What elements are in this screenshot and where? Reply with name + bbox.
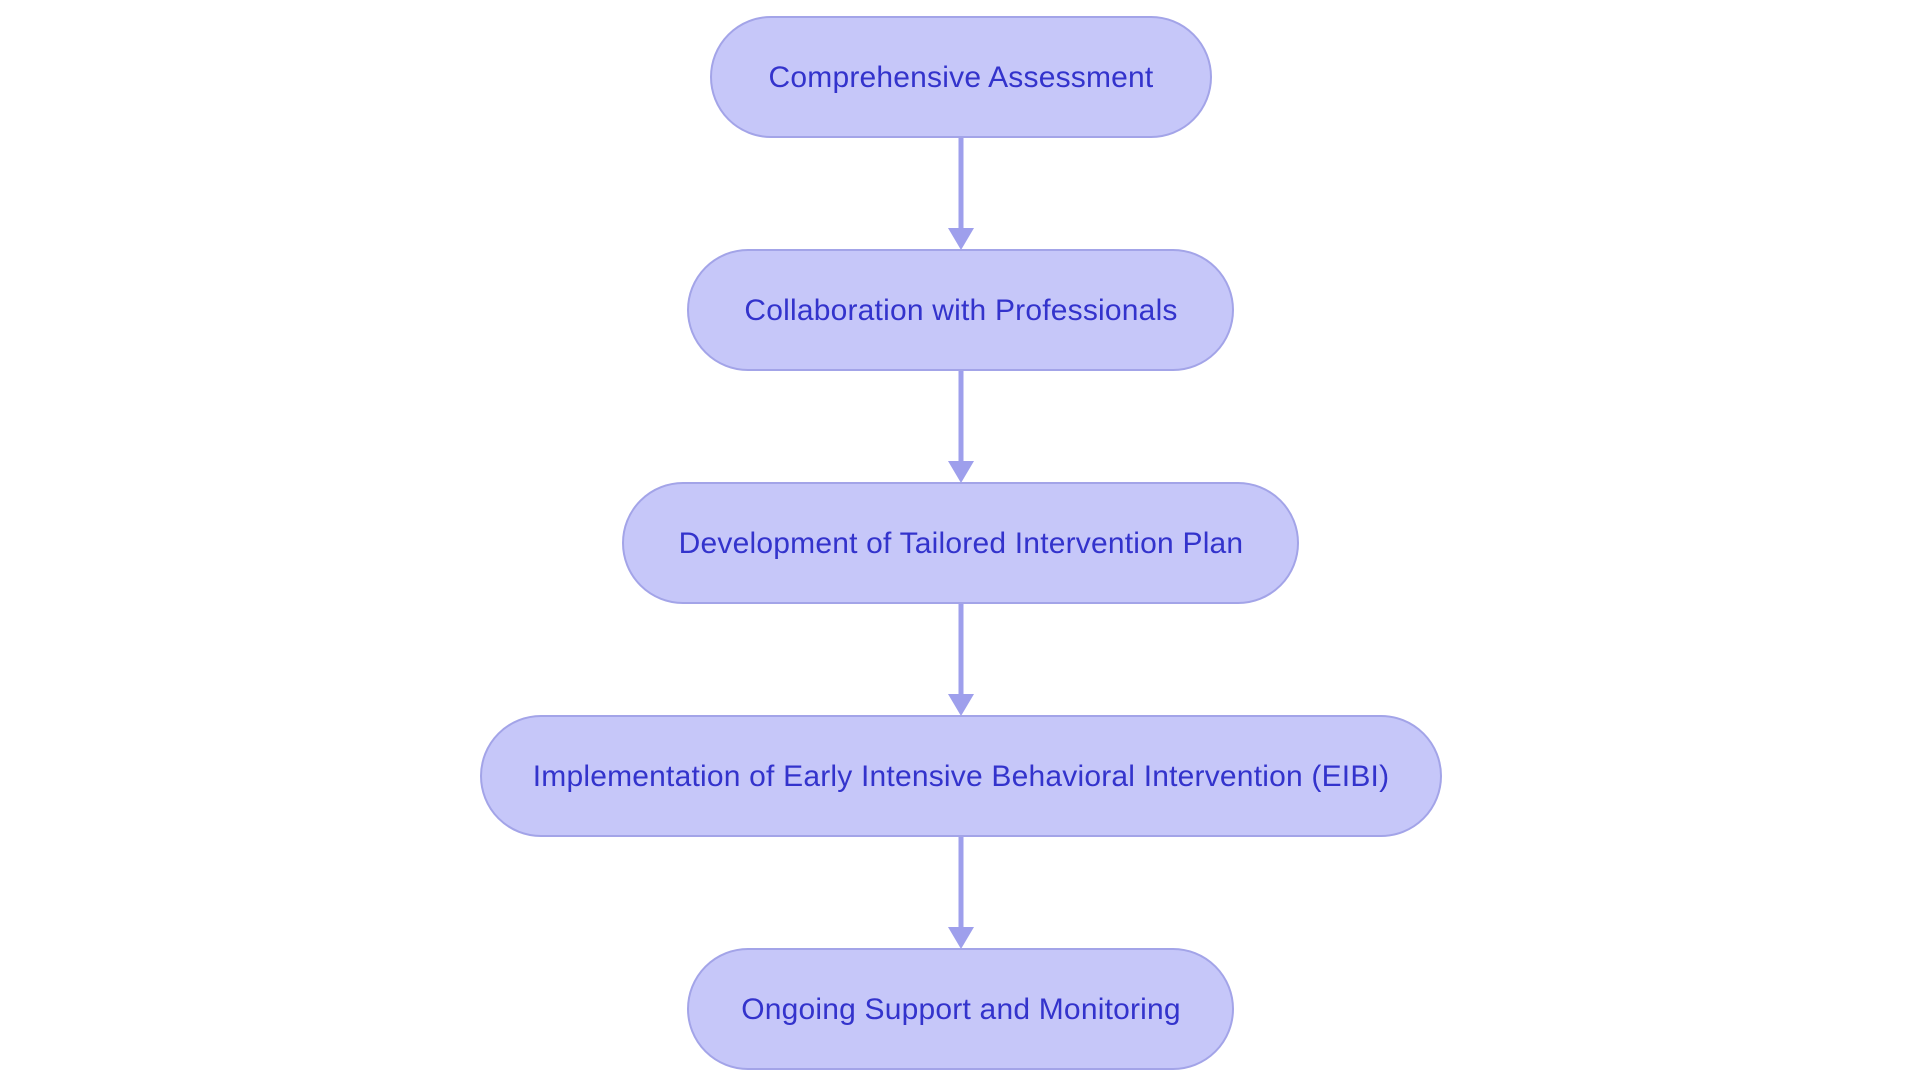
connector-implementation-to-ongoing <box>948 836 974 949</box>
flowchart-node-collaboration-with-professionals[interactable]: Collaboration with Professionals <box>687 249 1234 371</box>
arrowhead-icon <box>948 461 974 483</box>
node-label: Comprehensive Assessment <box>769 61 1154 94</box>
node-label: Development of Tailored Intervention Pla… <box>679 527 1244 560</box>
node-label: Ongoing Support and Monitoring <box>741 993 1181 1026</box>
connector-assessment-to-collaboration <box>948 137 974 250</box>
arrowhead-icon <box>948 694 974 716</box>
flowchart-node-comprehensive-assessment[interactable]: Comprehensive Assessment <box>710 16 1212 138</box>
node-shape[interactable] <box>687 249 1234 371</box>
arrowhead-icon <box>948 927 974 949</box>
flowchart-node-development-of-tailored-intervention-plan[interactable]: Development of Tailored Intervention Pla… <box>622 482 1299 604</box>
node-shape[interactable] <box>710 16 1212 138</box>
node-shape[interactable] <box>687 948 1234 1070</box>
node-shape[interactable] <box>622 482 1299 604</box>
flowchart-node-ongoing-support-and-monitoring[interactable]: Ongoing Support and Monitoring <box>687 948 1234 1070</box>
node-label: Implementation of Early Intensive Behavi… <box>533 760 1390 793</box>
connector-collaboration-to-development <box>948 370 974 483</box>
connector-development-to-implementation <box>948 603 974 716</box>
node-shape[interactable] <box>480 715 1442 837</box>
node-label: Collaboration with Professionals <box>744 294 1177 327</box>
flowchart-node-implementation-of-eibi[interactable]: Implementation of Early Intensive Behavi… <box>480 715 1442 837</box>
arrowhead-icon <box>948 228 974 250</box>
